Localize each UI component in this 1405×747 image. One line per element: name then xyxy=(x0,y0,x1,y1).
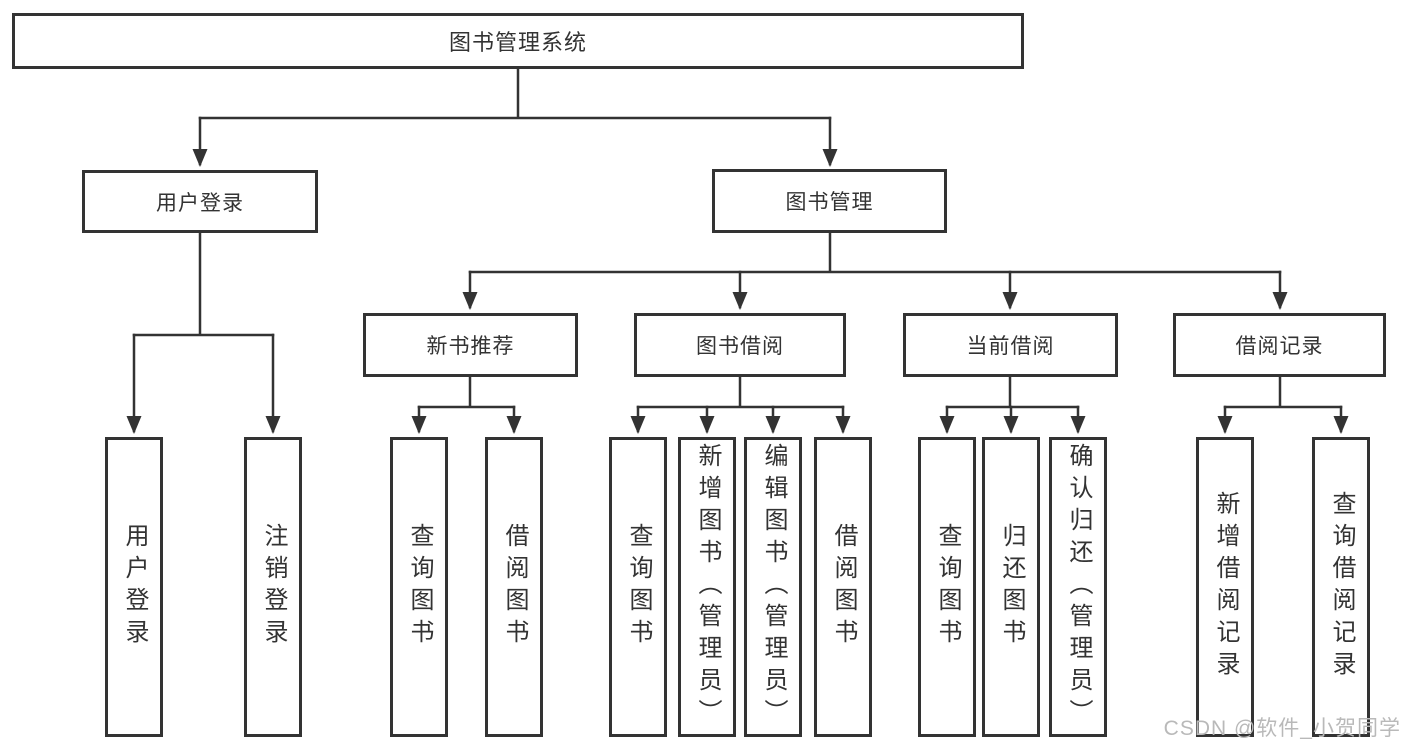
node-library-system: 图书管理系统 xyxy=(12,13,1024,69)
node-records-add-record: 新增借阅记录 xyxy=(1196,437,1254,737)
node-recommend-borrow-book: 借阅图书 xyxy=(485,437,543,737)
node-user-login-branch: 用户登录 xyxy=(82,170,318,233)
node-current-return-book: 归还图书 xyxy=(982,437,1040,737)
node-borrow-records: 借阅记录 xyxy=(1173,313,1386,377)
node-current-confirm-return-admin: 确认归还（管理员） xyxy=(1049,437,1107,737)
node-recommend-query-book: 查询图书 xyxy=(390,437,448,737)
node-borrow-add-book-admin: 新增图书（管理员） xyxy=(678,437,736,737)
node-user-login: 用户登录 xyxy=(105,437,163,737)
node-borrow-edit-book-admin: 编辑图书（管理员） xyxy=(744,437,802,737)
node-logout: 注销登录 xyxy=(244,437,302,737)
node-book-borrow: 图书借阅 xyxy=(634,313,846,377)
node-new-book-recommend: 新书推荐 xyxy=(363,313,578,377)
node-current-query-book: 查询图书 xyxy=(918,437,976,737)
node-book-management: 图书管理 xyxy=(712,169,947,233)
node-current-borrow: 当前借阅 xyxy=(903,313,1118,377)
node-borrow-borrow-book: 借阅图书 xyxy=(814,437,872,737)
node-borrow-query-book: 查询图书 xyxy=(609,437,667,737)
node-records-query-record: 查询借阅记录 xyxy=(1312,437,1370,737)
